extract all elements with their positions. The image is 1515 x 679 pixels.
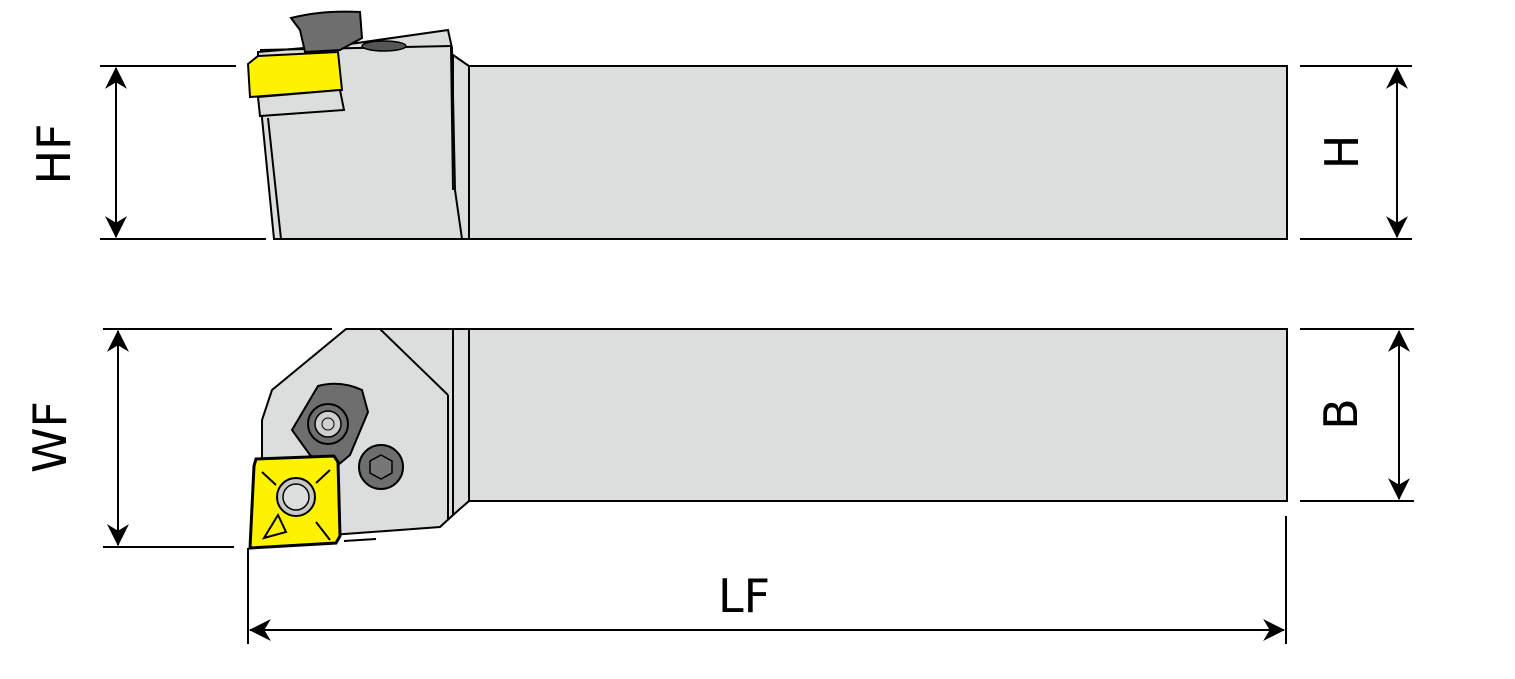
- dimension-lines: [100, 65, 1414, 644]
- dim-label-lf: LF: [718, 569, 770, 623]
- dim-label-wf: WF: [23, 401, 77, 473]
- side-insert: [246, 50, 344, 99]
- top-view: [248, 328, 1288, 550]
- top-shank: [468, 328, 1288, 502]
- side-view: [246, 10, 1288, 240]
- side-clamp: [289, 10, 364, 54]
- dim-label-b: B: [1314, 398, 1368, 430]
- dim-label-h: H: [1315, 135, 1369, 170]
- side-shank: [468, 65, 1288, 240]
- dim-label-hf: HF: [27, 123, 81, 184]
